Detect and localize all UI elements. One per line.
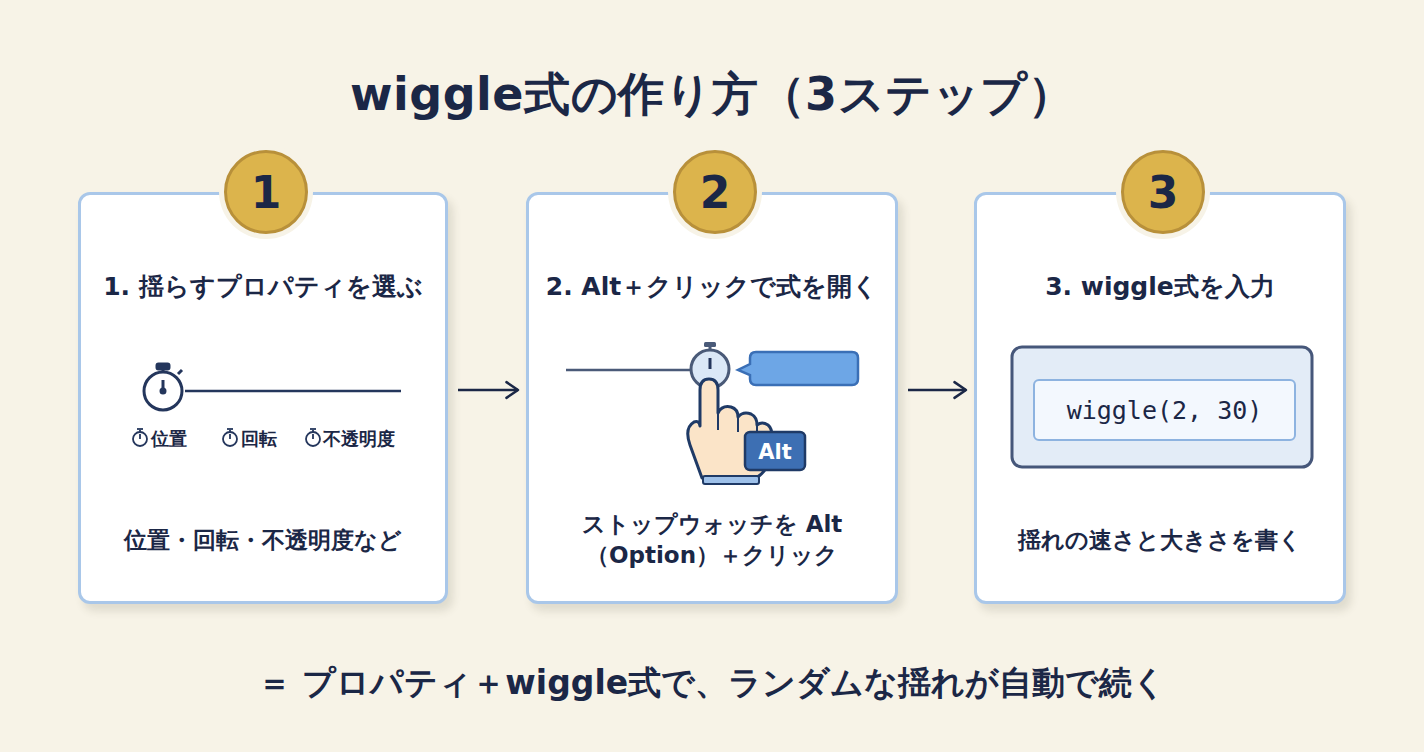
code-box: wiggle(2, 30) [1033,379,1296,441]
property-label: 不透明度 [323,427,395,451]
step-description: 位置・回転・不透明度など [91,525,435,556]
key-label: Alt [758,440,792,464]
flow-arrow [908,382,966,398]
step-heading: 1. 揺らすプロパティを選ぶ [89,270,437,303]
diagram-caption: ＝ プロパティ＋wiggle式で、ランダムな揺れが自動で続く [0,661,1424,706]
step-number: 1 [251,167,282,218]
step-card: 2. Alt＋クリックで式を開くストップウォッチを Alt（Option）＋クリ… [526,192,898,604]
step-description: ストップウォッチを Alt（Option）＋クリック [539,509,885,571]
property-label: 回転 [241,427,277,451]
flow-arrow [458,382,518,398]
step-heading: 3. wiggle式を入力 [985,270,1335,303]
property-label: 位置 [151,427,187,451]
step-card: 1. 揺らすプロパティを選ぶ位置・回転・不透明度など1 [78,192,448,604]
diagram-title: wiggle式の作り方（3ステップ） [0,64,1424,126]
step-number-badge: 2 [673,150,757,234]
step-number: 2 [700,167,731,218]
arrow-line [458,389,518,392]
arrow-head [506,382,518,398]
step-card: 3. wiggle式を入力揺れの速さと大きさを書く3wiggle(2, 30) [974,192,1346,604]
code-text: wiggle(2, 30) [1067,396,1263,425]
arrow-line [908,389,966,392]
step-heading: 2. Alt＋クリックで式を開く [537,270,887,303]
step-number-badge: 3 [1121,150,1205,234]
step-number-badge: 1 [224,150,308,234]
arrow-head [954,382,966,398]
step-number: 3 [1148,167,1179,218]
step-description: 揺れの速さと大きさを書く [987,525,1333,556]
